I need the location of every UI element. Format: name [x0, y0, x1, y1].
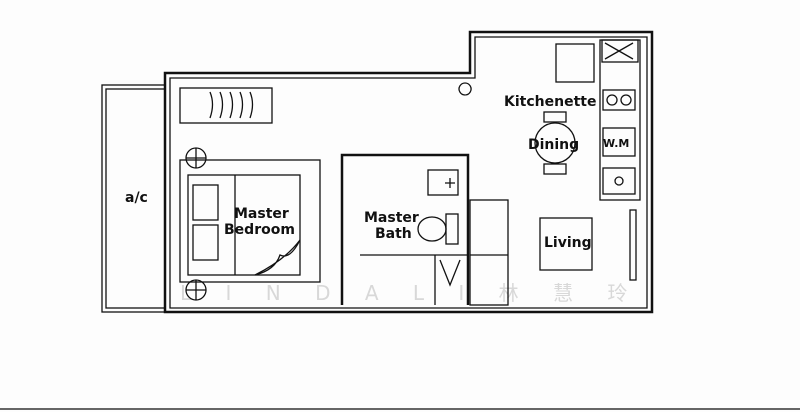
bath-label-2: Bath — [375, 226, 412, 242]
living-table — [539, 217, 593, 271]
bedroom-label-1: Master — [234, 206, 289, 222]
wardrobe — [179, 87, 273, 124]
ac-label: a/c — [125, 190, 148, 206]
wm-label: W.M — [603, 137, 629, 150]
tv-console — [469, 199, 509, 306]
bath-label-1: Master — [364, 210, 419, 226]
kitchen-counter — [555, 39, 641, 281]
dining-label: Dining — [528, 137, 579, 153]
bedroom-label-2: Bedroom — [224, 222, 295, 238]
bottom-divider — [0, 408, 800, 410]
watermark: L I N D A L I 林 慧 玲 — [180, 281, 641, 305]
dining-table — [534, 111, 576, 175]
kitchenette-label: Kitchenette — [504, 94, 596, 110]
bathroom — [340, 153, 470, 305]
column — [458, 82, 472, 96]
bed — [179, 147, 321, 301]
living-label: Living — [544, 235, 592, 251]
outer-walls — [163, 30, 654, 314]
